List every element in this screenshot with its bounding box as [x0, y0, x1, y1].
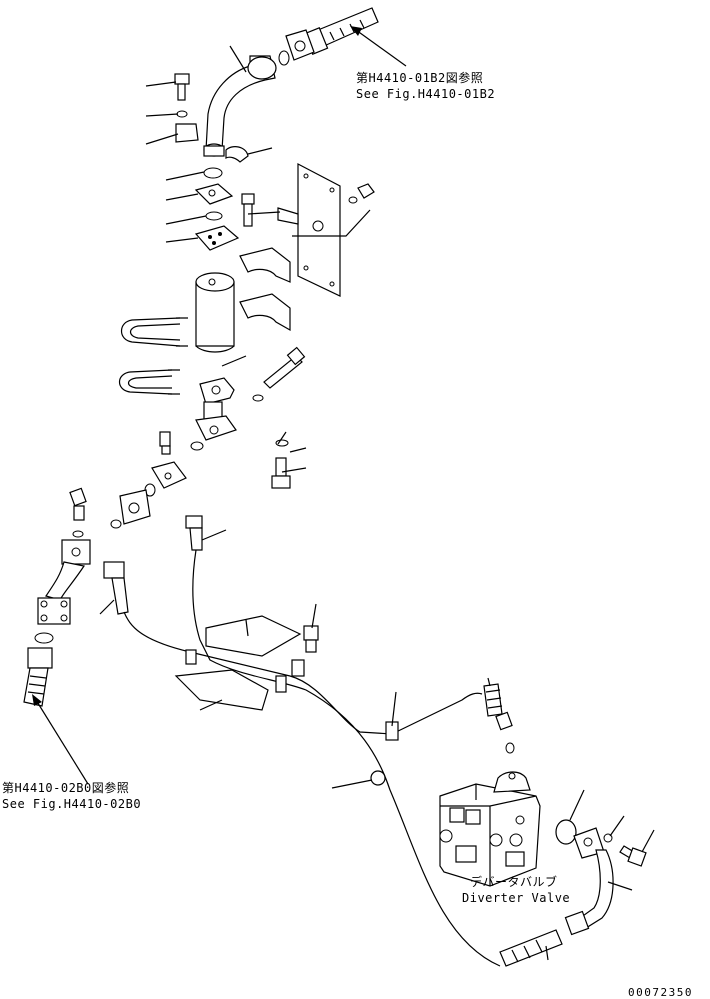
top-reference-jp: 第H4410-01B2図参照: [356, 70, 483, 85]
tube-c: [391, 692, 483, 735]
tube-clamp-1: [185, 649, 197, 665]
u-bolt-upper: [120, 317, 181, 347]
split-flange-2: [119, 489, 151, 525]
mounting-bracket: [277, 163, 341, 297]
bolt-plate: [303, 625, 319, 653]
drawing-number: 00072350: [628, 986, 693, 999]
hose-fitting: [103, 561, 129, 615]
cap-screw: [241, 193, 255, 227]
bolt-valve: [619, 845, 647, 867]
nipple-fitting: [69, 487, 87, 521]
bolt-top: [174, 73, 190, 101]
lower-left-hose: [23, 647, 53, 707]
left-reference-en: See Fig.H4410-02B0: [2, 797, 141, 811]
tube-a: [123, 611, 393, 735]
u-bolt-lower-inner: [127, 375, 173, 389]
clamp-half-right: [225, 146, 249, 163]
split-flange: [194, 225, 240, 251]
clip-2: [370, 770, 386, 786]
o-ring-6: [110, 519, 122, 529]
washer-right: [348, 196, 358, 204]
filter-element: [195, 272, 235, 353]
valve-label-jp: デバータバルブ: [470, 874, 558, 889]
washer-mid: [252, 394, 264, 402]
o-ring-9: [505, 742, 515, 754]
u-bolt-lower: [118, 369, 173, 395]
long-bolt: [263, 346, 306, 389]
nut: [357, 183, 375, 199]
tube-clamp-2: [291, 659, 305, 677]
bolt-right-lower: [271, 457, 291, 489]
diverter-valve: [439, 771, 541, 887]
protector-plate-upper: [205, 615, 302, 657]
elbow-fitting-small: [159, 431, 171, 455]
upper-hose: [303, 7, 379, 55]
adapter-block: [151, 461, 187, 489]
washer-4: [275, 439, 289, 447]
o-ring-3: [190, 441, 204, 451]
upper-flange: [278, 29, 315, 66]
valve-lower-hose: [499, 929, 563, 967]
elbow-pipe: [203, 55, 277, 157]
flange-square: [37, 597, 71, 625]
valve-pipe-nut: [564, 910, 590, 936]
o-ring-7: [72, 530, 84, 538]
clamp-half-top: [175, 123, 199, 143]
filter-clamp-lower: [239, 293, 291, 332]
flange-plate: [194, 183, 234, 205]
o-ring-2: [205, 211, 223, 221]
filter-clamp-upper: [239, 247, 291, 283]
valve-elbow-pipe: [579, 849, 614, 929]
connector-block: [45, 539, 91, 601]
washer: [176, 110, 188, 118]
o-ring-8: [34, 632, 54, 644]
filter-head: [195, 377, 237, 441]
valve-hose: [483, 683, 513, 731]
seal-plate: [555, 819, 577, 845]
protector-plate-lower: [174, 669, 269, 711]
o-ring: [203, 167, 223, 179]
left-reference-jp: 第H4410-02B0図参照: [2, 780, 129, 795]
valve-label-en: Diverter Valve: [462, 891, 570, 905]
tube-clamp-3: [275, 675, 287, 693]
tube-b: [192, 549, 501, 967]
u-bolt-upper-inner: [129, 323, 181, 341]
top-reference-en: See Fig.H4410-01B2: [356, 87, 495, 101]
hose-fitting-center: [185, 515, 203, 551]
